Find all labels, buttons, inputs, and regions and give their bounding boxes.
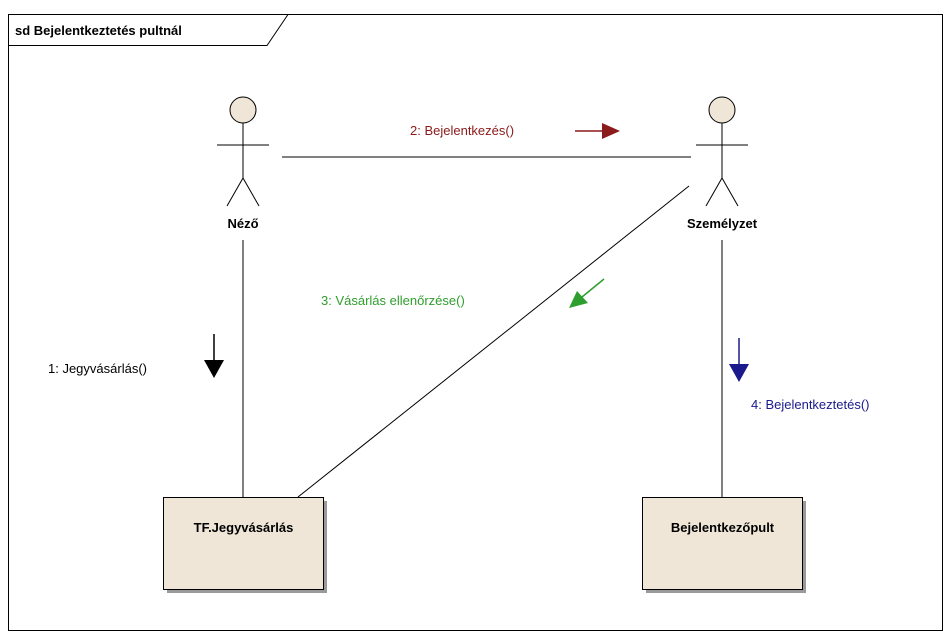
object-box: [163, 497, 324, 590]
message-3-label: 3: Vásárlás ellenőrzése(): [321, 293, 465, 308]
frame-title-tab: [8, 14, 289, 46]
message-3: 3: Vásárlás ellenőrzése(): [321, 278, 605, 308]
actor-head: [229, 96, 257, 124]
message-2: 2: Bejelentkezés(): [410, 123, 620, 139]
message-2-arrowhead: [602, 123, 620, 139]
object-name-pult: Bejelentkezőpult: [671, 520, 775, 535]
link-szemelyzet-tf: [297, 185, 690, 498]
message-1-arrowhead: [204, 360, 224, 378]
message-3-arrow-shaft: [581, 278, 605, 298]
frame-title: sd Bejelentkeztetés pultnál: [15, 23, 182, 38]
message-3-arrowhead: [569, 291, 588, 308]
object-bejelentkezopult[interactable]: Bejelentkezőpult: [642, 497, 807, 594]
actor-leg-left: [705, 177, 723, 207]
object-tf-jegyvasarlas[interactable]: TF.Jegyvásárlás: [163, 497, 328, 594]
message-4-arrowhead: [729, 364, 749, 382]
actor-leg-right: [242, 177, 260, 207]
object-box: [642, 497, 803, 590]
actor-name-nezo: Néző: [227, 216, 258, 231]
message-4-label: 4: Bejelentkeztetés(): [751, 397, 870, 412]
actor-head: [708, 96, 736, 124]
message-2-label: 2: Bejelentkezés(): [410, 123, 514, 138]
message-4: 4: Bejelentkeztetés(): [729, 338, 870, 412]
actor-name-szemelyzet: Személyzet: [687, 216, 758, 231]
message-1-label: 1: Jegyvásárlás(): [48, 361, 147, 376]
actor-szemelyzet[interactable]: Személyzet: [687, 96, 758, 231]
actor-leg-right: [721, 177, 739, 207]
actor-nezo[interactable]: Néző: [217, 96, 269, 231]
message-1: 1: Jegyvásárlás(): [48, 334, 224, 378]
object-name-tf: TF.Jegyvásárlás: [194, 520, 294, 535]
actor-leg-left: [226, 177, 244, 207]
